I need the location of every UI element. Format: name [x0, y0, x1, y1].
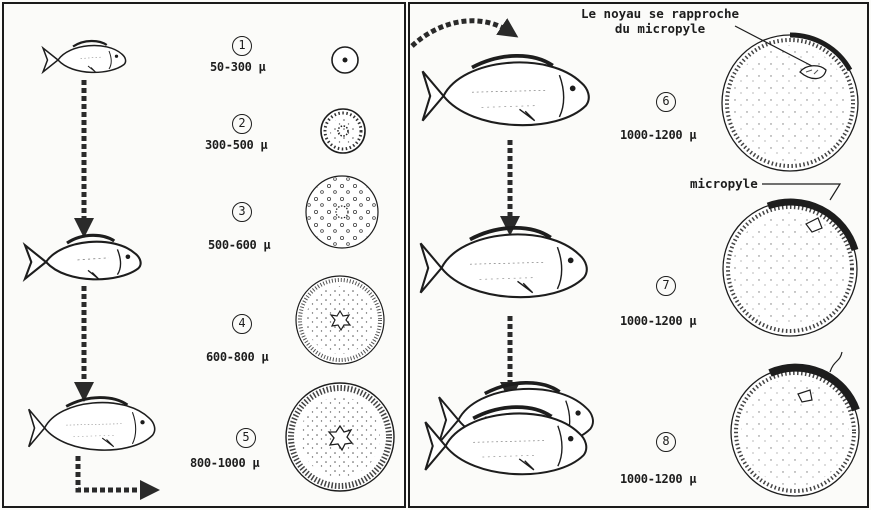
stage-number-6: 6: [656, 92, 676, 112]
stage-size-3: 500-600 µ: [208, 238, 270, 252]
stage-number-3: 3: [232, 202, 252, 222]
stage-number-2: 2: [232, 114, 252, 134]
fish-stage-7: [421, 228, 587, 297]
fish-stage-1: [43, 41, 126, 72]
egg-stage-6: [722, 35, 858, 171]
egg-stage-5: [286, 383, 394, 491]
micropyle-pointer: [762, 184, 840, 200]
nucleus-note-line2: du micropyle: [560, 21, 760, 36]
micropyle-label: micropyle: [690, 176, 762, 191]
stage-number-5: 5: [236, 428, 256, 448]
stage-size-5: 800-1000 µ: [190, 456, 259, 470]
fish-stage-5: [29, 398, 155, 451]
nucleus-note-line1: Le noyau se rapproche: [560, 6, 760, 21]
egg-stage-3: [306, 176, 378, 248]
fish-stage-6: [423, 56, 589, 125]
stage-size-2: 300-500 µ: [205, 138, 267, 152]
egg-stage-8: [731, 352, 859, 496]
egg-stage-1: [332, 47, 358, 73]
stage-number-4: 4: [232, 314, 252, 334]
stage-number-7: 7: [656, 276, 676, 296]
egg-stage-7: [723, 202, 857, 336]
egg-stage-4: [296, 276, 384, 364]
stage-size-8: 1000-1200 µ: [620, 472, 696, 486]
fish-stage-3: [25, 235, 141, 279]
arrow-to-right-panel: [78, 456, 150, 490]
stage-number-8: 8: [656, 432, 676, 452]
stage-size-7: 1000-1200 µ: [620, 314, 696, 328]
stage-size-4: 600-800 µ: [206, 350, 268, 364]
stage-number-1: 1: [232, 36, 252, 56]
stage-size-6: 1000-1200 µ: [620, 128, 696, 142]
arrow-into-right-panel: [412, 21, 510, 46]
stage-size-1: 50-300 µ: [210, 60, 265, 74]
egg-stage-2: [321, 109, 365, 153]
